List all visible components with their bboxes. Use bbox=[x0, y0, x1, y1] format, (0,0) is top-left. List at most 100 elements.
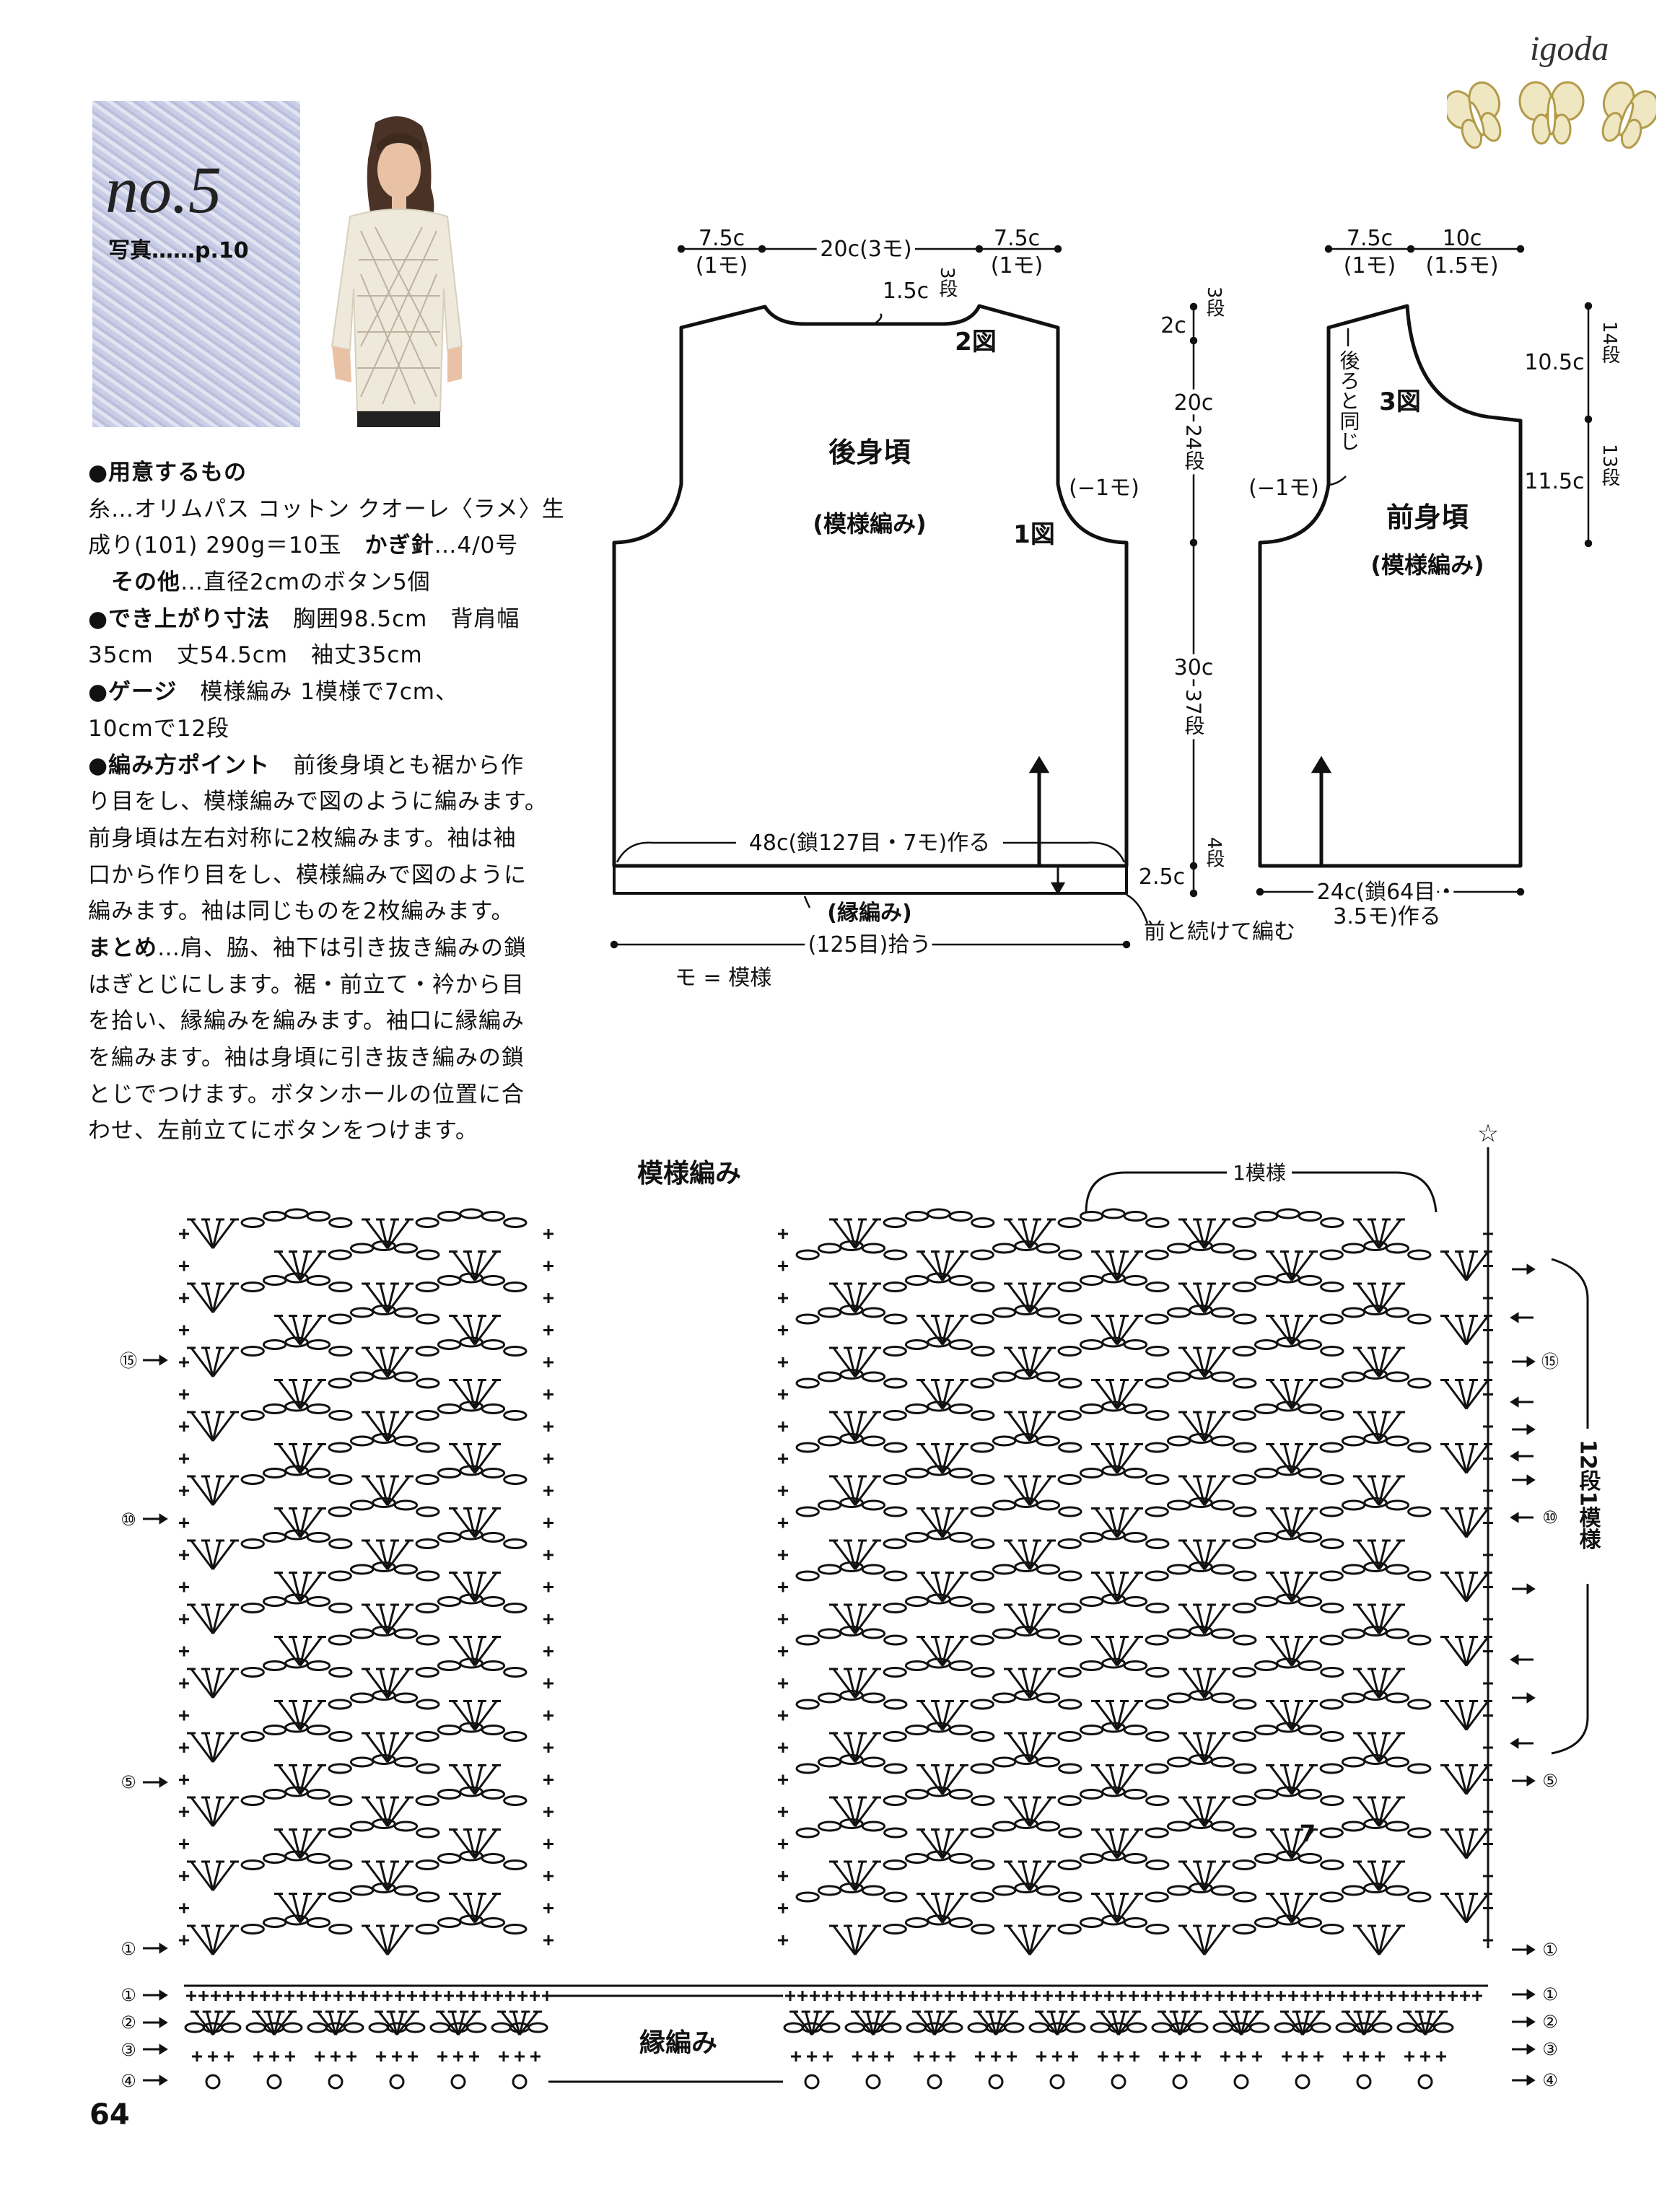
chart-single-crochet bbox=[1116, 1991, 1126, 2001]
chart-chain-stitch bbox=[284, 1786, 309, 1797]
chart-chain-stitch bbox=[262, 1788, 287, 1800]
chart-chain-stitch bbox=[883, 1570, 908, 1582]
chart-double-crochet bbox=[1458, 1637, 1468, 1666]
chart-chain-stitch bbox=[1396, 2022, 1417, 2033]
chart-double-crochet bbox=[941, 1315, 951, 1345]
chart-single-crochet bbox=[778, 1517, 788, 1528]
shoulder-rows: 3段 bbox=[1203, 286, 1225, 317]
chart-single-crochet bbox=[346, 2051, 356, 2062]
chart-double-crochet bbox=[1283, 1380, 1293, 1409]
chart-chain-stitch bbox=[415, 1923, 439, 1935]
chart-chain-stitch bbox=[1058, 1506, 1082, 1517]
chart-double-crochet bbox=[934, 1572, 944, 1602]
chart-chain-stitch bbox=[481, 1595, 506, 1607]
chart-chain-stitch bbox=[437, 1595, 462, 1607]
chart-double-crochet bbox=[452, 1315, 476, 1346]
chart-double-crochet bbox=[473, 1315, 484, 1345]
garment-schematic: 7.5c (1モ) 20c(3モ) 7.5c (1モ) 1.5c 3段 2図 後… bbox=[610, 226, 1620, 991]
chart-single-crochet bbox=[392, 2051, 402, 2062]
model-photo bbox=[307, 108, 480, 427]
chart-chain-stitch bbox=[1210, 1821, 1235, 1832]
chart-double-crochet bbox=[1458, 1701, 1468, 1730]
chart-chain-stitch bbox=[883, 1730, 907, 1742]
chart-single-crochet bbox=[333, 1991, 344, 2001]
chart-single-crochet bbox=[179, 1614, 189, 1624]
chart-chain-stitch bbox=[1407, 1249, 1432, 1261]
chart-chain-stitch bbox=[1058, 1699, 1082, 1710]
chart-chain-stitch bbox=[1233, 1506, 1257, 1517]
right-row-label: ④ bbox=[1542, 2070, 1558, 2090]
chart-chain-stitch bbox=[1407, 1377, 1432, 1389]
chart-single-crochet bbox=[1349, 1991, 1360, 2001]
chart-chain-stitch bbox=[948, 1724, 974, 1735]
chart-chain-stitch bbox=[328, 1313, 352, 1325]
chart-chain-stitch bbox=[1363, 1561, 1388, 1572]
chart-double-crochet bbox=[1290, 1380, 1300, 1409]
chart-chain-stitch bbox=[783, 2022, 804, 2033]
chart-single-crochet bbox=[186, 1991, 196, 2001]
chart-single-crochet bbox=[248, 1991, 258, 2001]
chart-double-crochet bbox=[1283, 1893, 1293, 1923]
chart-chain-stitch bbox=[1233, 1442, 1257, 1453]
chart-chain-stitch bbox=[1341, 1564, 1366, 1575]
chart-double-crochet bbox=[1028, 1925, 1053, 1955]
chart-chain-stitch bbox=[1210, 1628, 1235, 1639]
chart-double-crochet bbox=[277, 1700, 302, 1731]
chart-single-crochet bbox=[1374, 1991, 1384, 2001]
chart-picot bbox=[450, 2074, 466, 2090]
chart-single-crochet bbox=[1404, 2051, 1414, 2062]
chart-double-crochet bbox=[211, 1283, 236, 1313]
chart-single-crochet bbox=[198, 1991, 209, 2001]
chart-double-crochet bbox=[1094, 1379, 1119, 1410]
arrow-head-icon bbox=[1526, 1692, 1536, 1704]
back-foundation-chain: 48c(鎖127目・7モ)作る bbox=[749, 831, 990, 856]
chart-double-crochet bbox=[386, 1925, 396, 1955]
chart-chain-stitch bbox=[372, 1369, 396, 1380]
chart-double-crochet bbox=[1181, 1797, 1206, 1827]
chart-double-crochet bbox=[452, 1636, 476, 1667]
chart-double-crochet bbox=[211, 1476, 222, 1506]
chart-chain-stitch bbox=[883, 1795, 907, 1806]
chart-double-crochet bbox=[1116, 1315, 1126, 1345]
chart-single-crochet bbox=[1191, 2051, 1201, 2062]
chart-double-crochet bbox=[452, 1700, 476, 1731]
chart-double-crochet bbox=[1370, 1540, 1381, 1570]
chart-chain-stitch bbox=[1166, 1435, 1191, 1447]
chart-double-crochet bbox=[299, 1251, 309, 1281]
chart-double-crochet bbox=[1116, 1380, 1126, 1409]
chart-double-crochet bbox=[211, 1411, 236, 1442]
front-neck-rows: 14段 bbox=[1598, 321, 1620, 364]
chart-chain-stitch bbox=[1276, 1529, 1300, 1541]
chart-chain-stitch bbox=[1320, 1409, 1344, 1421]
chart-chain-stitch bbox=[1407, 1442, 1432, 1453]
chart-single-crochet bbox=[468, 1991, 478, 2001]
chart-chain-stitch bbox=[1189, 1626, 1213, 1637]
materials-heading: ●用意するもの bbox=[88, 460, 248, 486]
chart-double-crochet bbox=[832, 1540, 857, 1570]
chart-chain-stitch bbox=[262, 1403, 287, 1414]
chart-chain-stitch bbox=[503, 1923, 528, 1935]
chart-chain-stitch bbox=[1188, 2022, 1209, 2033]
chart-double-crochet bbox=[466, 1893, 476, 1923]
chart-single-crochet bbox=[543, 1325, 554, 1336]
chart-chain-stitch bbox=[1145, 1666, 1170, 1678]
chart-single-crochet bbox=[1114, 2051, 1124, 2062]
chart-chain-stitch bbox=[839, 1433, 864, 1444]
chart-double-crochet bbox=[1028, 1347, 1038, 1377]
chart-double-crochet bbox=[846, 1797, 857, 1827]
chart-chain-stitch bbox=[459, 1722, 484, 1733]
chart-chain-stitch bbox=[1189, 1818, 1213, 1829]
chart-chain-stitch bbox=[1319, 1377, 1344, 1389]
chart-chain-stitch bbox=[349, 1499, 375, 1511]
chart-chain-stitch bbox=[1123, 1724, 1148, 1735]
chart-single-crochet bbox=[543, 1293, 554, 1303]
chart-chain-stitch bbox=[1145, 1699, 1169, 1710]
chart-double-crochet bbox=[1181, 1861, 1206, 1891]
chart-chain-stitch bbox=[306, 1724, 331, 1735]
chart-chain-stitch bbox=[459, 1657, 484, 1669]
chart-chain-stitch bbox=[262, 1595, 287, 1607]
chart-single-crochet bbox=[1276, 1991, 1286, 2001]
chart-chain-stitch bbox=[503, 1795, 528, 1806]
chart-double-crochet bbox=[1458, 1315, 1468, 1345]
chart-chain-stitch bbox=[970, 1249, 994, 1261]
